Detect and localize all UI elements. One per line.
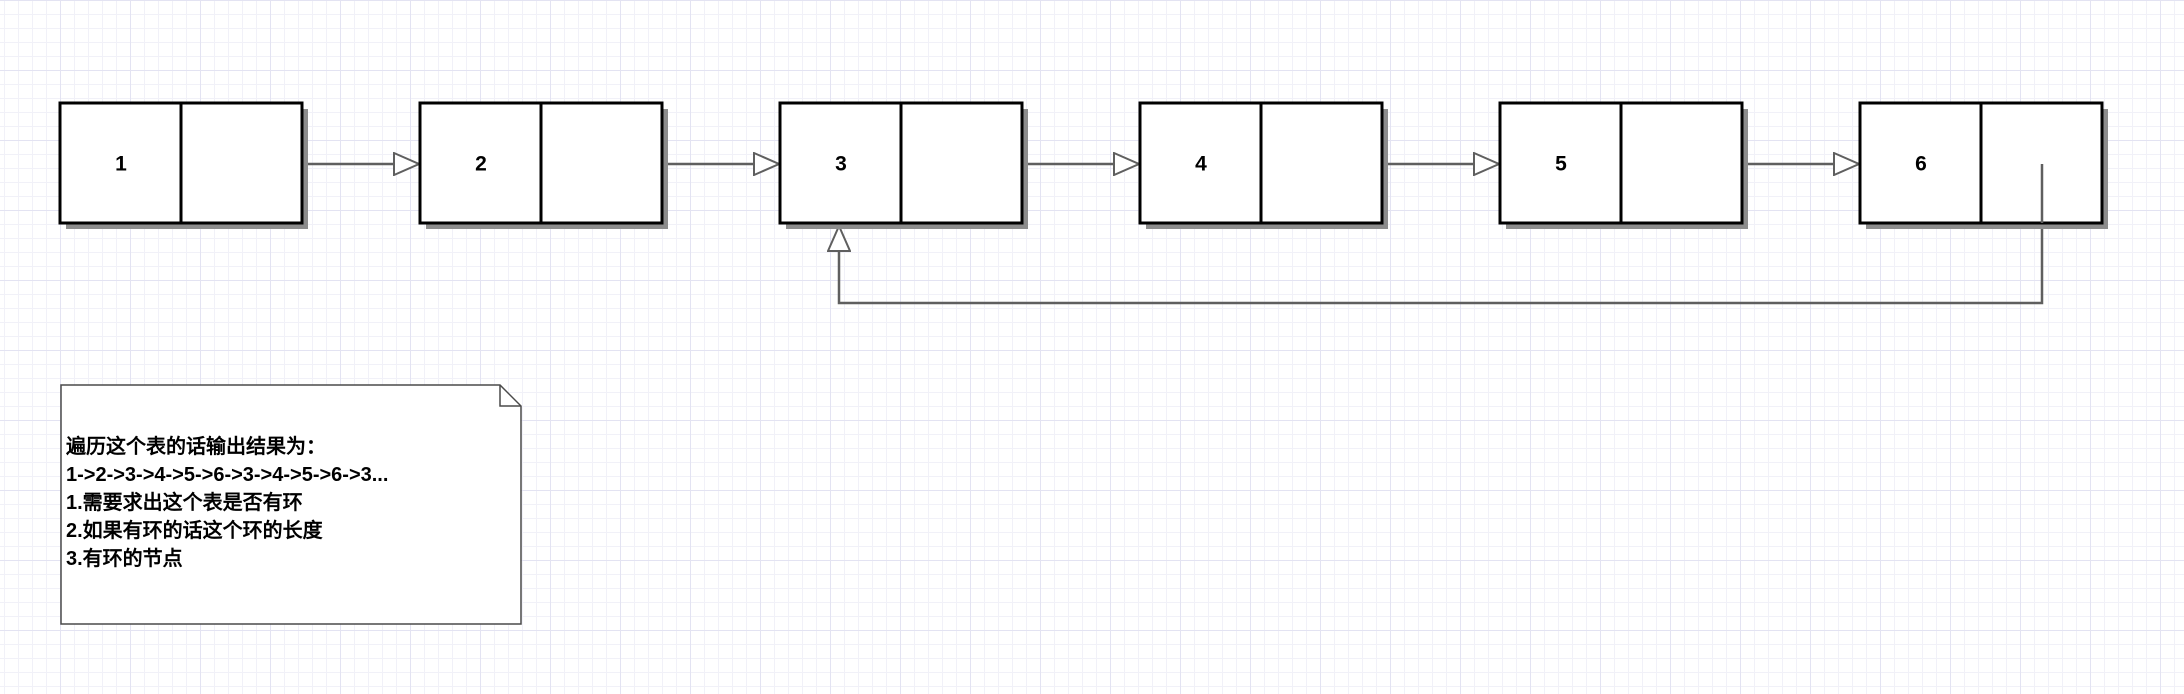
note-shape[interactable]	[60, 384, 522, 625]
list-node-2[interactable]: 2	[418, 101, 668, 229]
note-body	[60, 384, 522, 625]
list-node-4[interactable]: 4	[1138, 101, 1388, 229]
note-line-question-3: 3.有环的节点	[66, 548, 183, 570]
node-value-label: 4	[1195, 153, 1207, 176]
list-node-1[interactable]: 1	[58, 101, 308, 229]
list-node-5[interactable]: 5	[1498, 101, 1748, 229]
node-value-label: 3	[835, 153, 847, 176]
node-value-label: 5	[1555, 153, 1567, 176]
note-folded-corner	[499, 385, 521, 407]
edge-6-to-3-loop[interactable]	[839, 164, 2044, 305]
note-line-traversal-title: 遍历这个表的话输出结果为：	[66, 436, 326, 458]
note-line-question-2: 2.如果有环的话这个环的长度	[66, 520, 323, 542]
list-node-3[interactable]: 3	[778, 101, 1028, 229]
note-line-traversal-output: 1->2->3->4->5->6->3->4->5->6->3...	[66, 464, 389, 486]
nodes-layer: 1 2 3 4 5 6	[58, 101, 2108, 229]
note-text: 遍历这个表的话输出结果为： 1->2->3->4->5->6->3->4->5-…	[66, 433, 516, 573]
node-value-label: 1	[115, 153, 127, 176]
list-node-6[interactable]: 6	[1858, 101, 2108, 229]
node-value-label: 2	[475, 153, 487, 176]
node-value-label: 6	[1915, 153, 1927, 176]
note-line-question-1: 1.需要求出这个表是否有环	[66, 492, 303, 514]
